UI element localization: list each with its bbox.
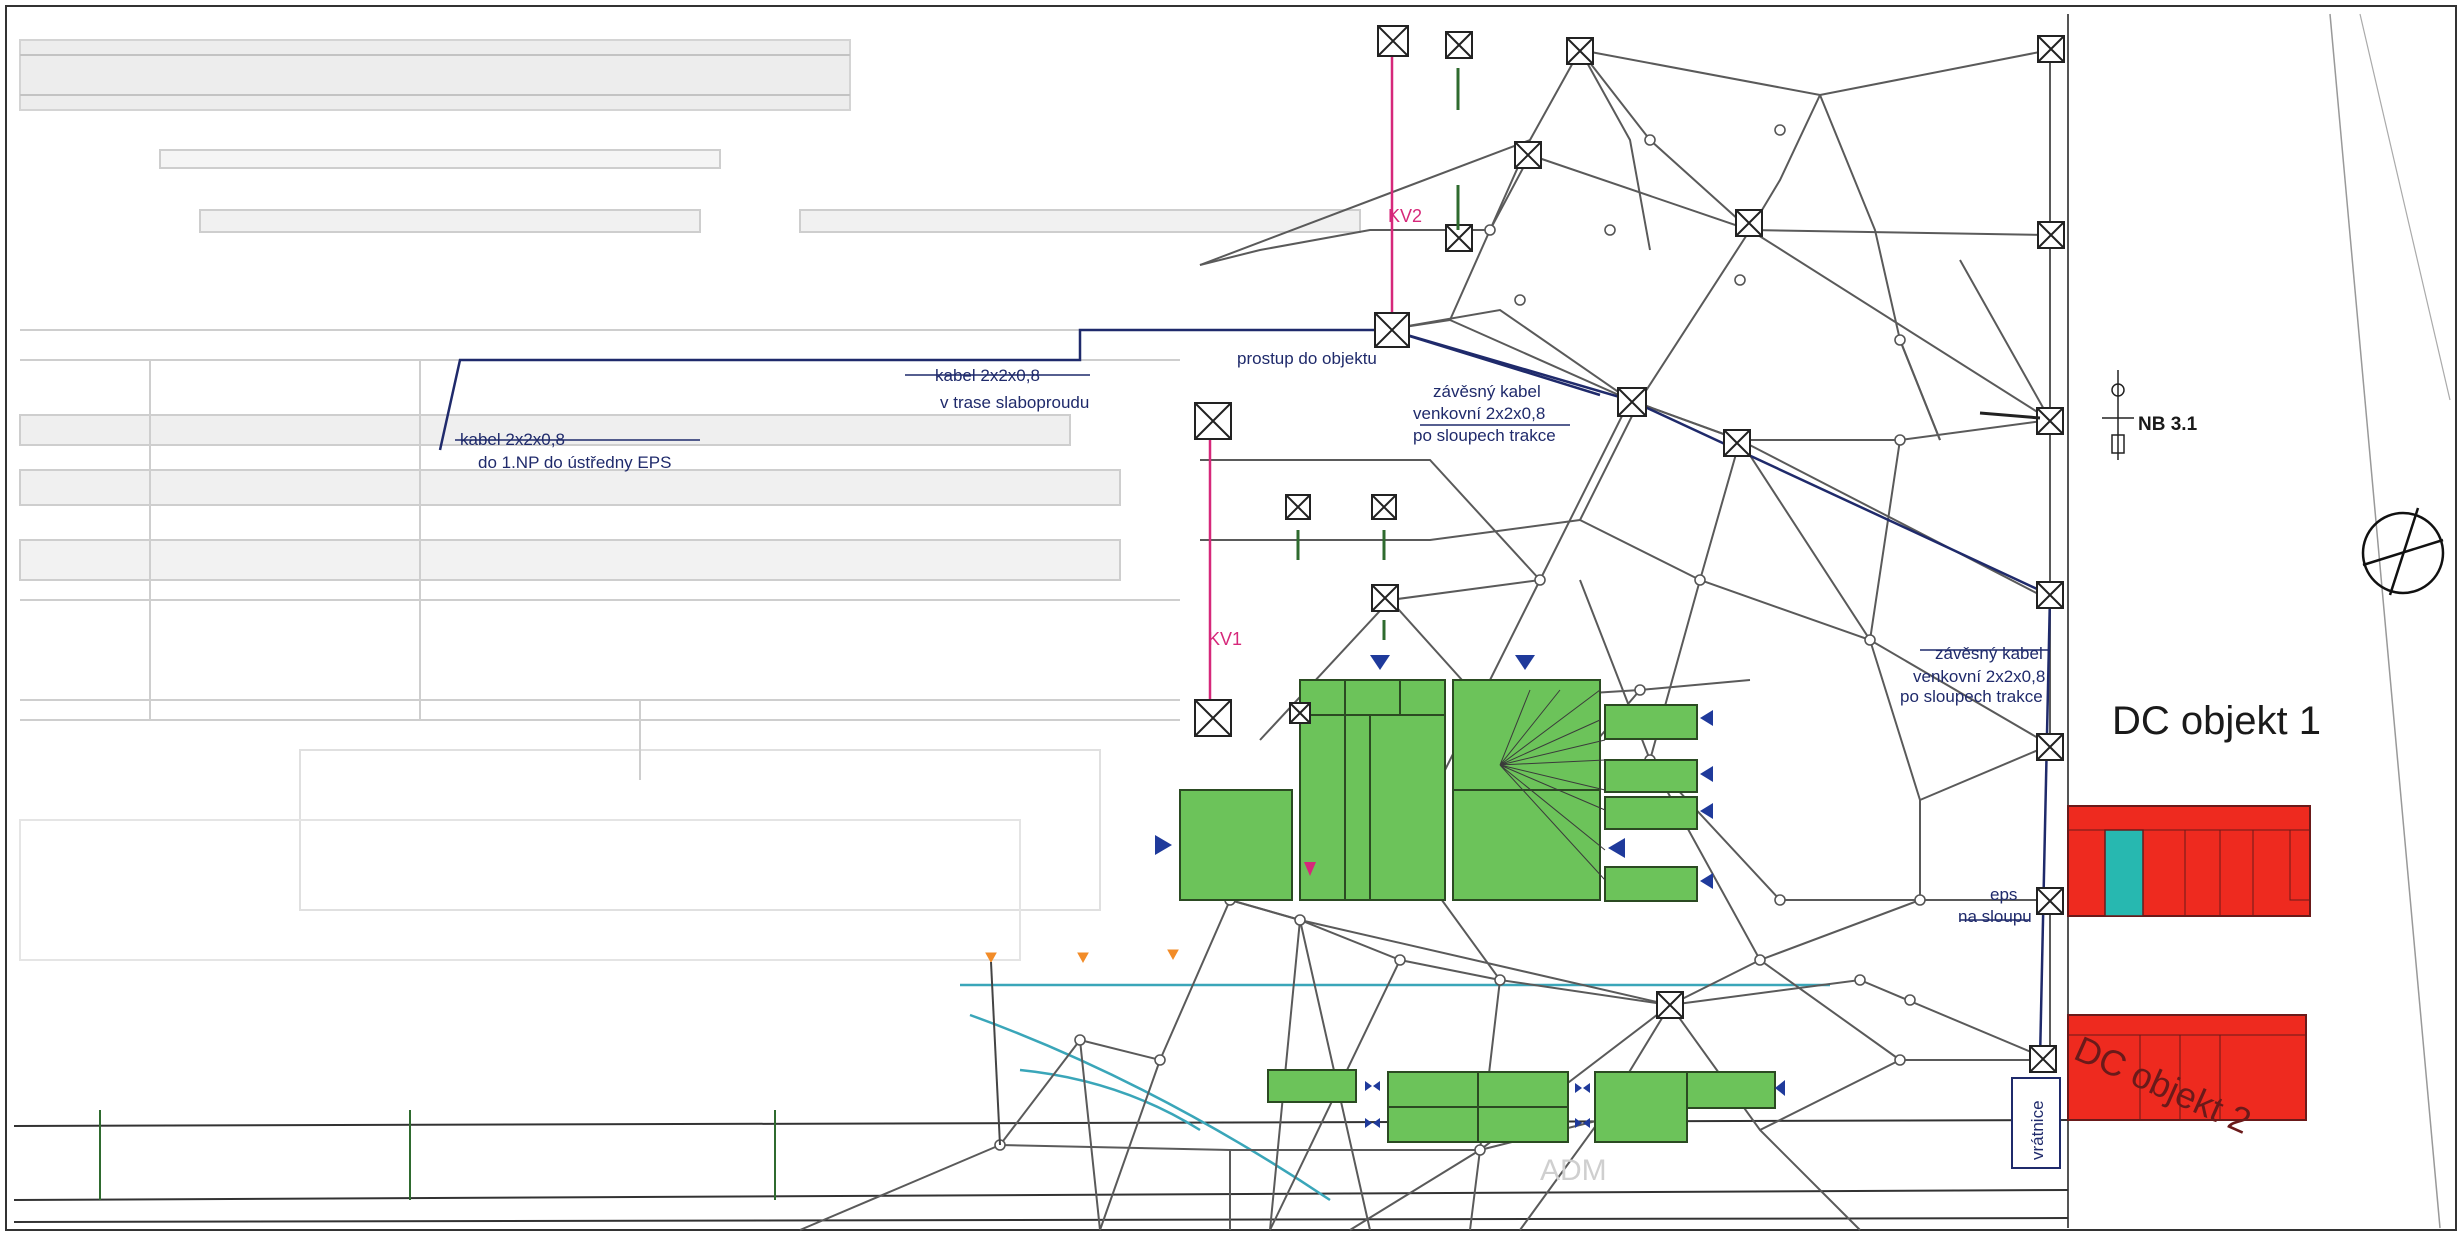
building-d4	[1604, 866, 1698, 902]
building-c-radials	[1499, 689, 1606, 881]
cable-to-eps-line2: do 1.NP do ústředny EPS	[478, 453, 671, 472]
catenary-nodes	[994, 124, 1926, 1156]
main-cable-route	[438, 328, 2052, 1061]
pole	[1374, 312, 1410, 348]
building-e3	[1594, 1071, 1688, 1143]
pole	[1723, 429, 1751, 457]
hanging-cable-upper-line3: po sloupech trakce	[1413, 426, 1556, 445]
north-arrow-icon	[2361, 507, 2445, 596]
pole	[1289, 702, 1311, 724]
hanging-cable-right-line3: po sloupech trakce	[1900, 687, 2043, 706]
hanging-cable-upper-line2: venkovní 2x2x0,8	[1413, 404, 1545, 423]
building-d1	[1604, 704, 1698, 740]
pole	[1445, 31, 1473, 59]
dc-objekt-1-label: DC objekt 1	[2112, 699, 2321, 743]
hanging-cable-right-line1: závěsný kabel	[1935, 644, 2043, 663]
pole	[1194, 699, 1232, 737]
cable-to-eps-line1: kabel 2x2x0,8	[460, 430, 565, 449]
hanging-cable-right-line2: venkovní 2x2x0,8	[1913, 667, 2045, 686]
orange-markers	[985, 949, 1179, 1146]
pole	[1371, 584, 1399, 612]
pole	[1377, 25, 1409, 57]
eps-on-pole-line1: eps	[1990, 885, 2017, 904]
building-d2	[1604, 759, 1698, 793]
pole	[2037, 35, 2065, 63]
bottom-track	[13, 1110, 2069, 1223]
pole	[2036, 407, 2064, 435]
eps-on-pole-line2: na sloupu	[1958, 907, 2032, 926]
dc-objekt-2-building	[2067, 1014, 2307, 1121]
hanging-cable-upper-line1: závěsný kabel	[1433, 382, 1541, 401]
kv2-label: KV2	[1388, 206, 1422, 226]
background-existing-structures	[19, 39, 1361, 961]
building-e1	[1267, 1069, 1357, 1103]
pole	[2029, 1045, 2057, 1073]
pole	[2037, 221, 2065, 249]
building-a	[1179, 789, 1293, 901]
catenary-network	[799, 49, 2051, 1231]
pole	[1371, 494, 1397, 520]
pole	[1194, 402, 1232, 440]
entry-to-building-label: prostup do objektu	[1237, 349, 1377, 368]
building-b	[1299, 679, 1446, 901]
dc-objekt-1-building	[2067, 805, 2311, 917]
cable-low-current-line2: v trase slaboproudu	[940, 393, 1089, 412]
pole	[2036, 581, 2064, 609]
pole	[1566, 37, 1594, 65]
pole	[1656, 991, 1684, 1019]
pole	[1617, 387, 1647, 417]
building-e4	[1686, 1071, 1776, 1109]
kv1-label: KV1	[1208, 629, 1242, 649]
building-d3	[1604, 796, 1698, 830]
teal-track-curves	[960, 983, 1830, 1202]
pole	[1514, 141, 1542, 169]
pole	[1285, 494, 1311, 520]
nb-label: NB 3.1	[2138, 414, 2198, 435]
green-posts	[1296, 68, 1460, 640]
gatehouse-box	[2011, 1077, 2061, 1169]
trakce-poles	[1194, 25, 2065, 1073]
adm-label: ADM	[1540, 1154, 1607, 1187]
gatehouse-label: vrátnice	[2028, 1100, 2047, 1160]
green-buildings	[1179, 679, 1776, 1143]
pole	[2036, 887, 2064, 915]
pole	[1735, 209, 1763, 237]
nb-symbol	[1979, 370, 2134, 460]
pink-arrow	[1304, 862, 1316, 876]
pole	[2036, 733, 2064, 761]
cable-low-current-line1: kabel 2x2x0,8	[935, 366, 1040, 385]
blue-arrow-markers	[1155, 655, 1785, 1128]
